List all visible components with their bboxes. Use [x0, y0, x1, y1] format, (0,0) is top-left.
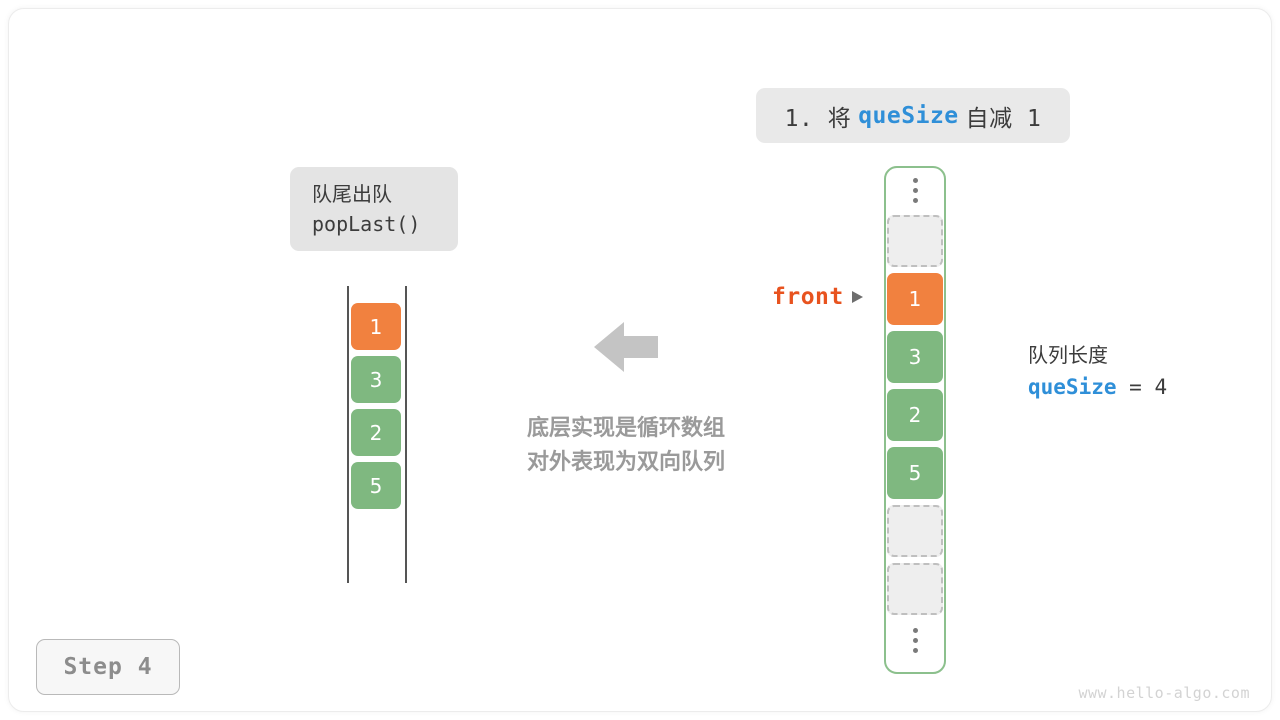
deque-cell-2: 2: [351, 409, 401, 456]
operation-label-box: 队尾出队 popLast(): [290, 167, 458, 251]
array-cell-5: [887, 505, 943, 557]
step-title-keyword: queSize: [858, 102, 959, 129]
deque-cell-0: 1: [351, 303, 401, 350]
operation-label-code: popLast(): [312, 212, 421, 236]
diagram-caption: 底层实现是循环数组 对外表现为双向队列: [500, 412, 752, 480]
deque-rail-right: [405, 286, 407, 583]
step-title-suffix: 自减 1: [965, 105, 1042, 132]
array-bottom-ellipsis-icon: [912, 618, 918, 662]
deque-container: 1 3 2 5: [347, 286, 407, 583]
front-pointer-arrow-icon: [851, 291, 863, 303]
array-top-ellipsis-icon: [912, 168, 918, 212]
step-title-prefix: 1. 将: [784, 105, 852, 132]
array-cell-6: [887, 563, 943, 615]
quesize-note: 队列长度 queSize = 4: [1028, 340, 1167, 404]
quesize-note-label: 队列长度: [1028, 343, 1108, 367]
quesize-note-keyword: queSize: [1028, 375, 1117, 399]
step-badge: Step 4: [36, 639, 180, 695]
deque-cell-1: 3: [351, 356, 401, 403]
circular-array-container: 1 3 2 5: [884, 166, 946, 674]
operation-label-cn: 队尾出队: [312, 182, 392, 206]
front-pointer: front: [772, 284, 863, 310]
deque-cells: 1 3 2 5: [351, 303, 401, 515]
deque-rail-left: [347, 286, 349, 583]
quesize-note-expression: queSize = 4: [1028, 371, 1167, 404]
quesize-note-value: 4: [1154, 375, 1168, 399]
quesize-note-equals: =: [1129, 375, 1142, 399]
watermark: www.hello-algo.com: [1078, 684, 1250, 702]
step-title-pill: 1. 将 queSize 自减 1: [756, 88, 1070, 143]
array-cell-1: 1: [887, 273, 943, 325]
array-cell-0: [887, 215, 943, 267]
caption-line-2: 对外表现为双向队列: [526, 450, 725, 475]
caption-line-1: 底层实现是循环数组: [526, 416, 725, 441]
transform-arrow-icon: [594, 318, 658, 376]
array-cell-4: 5: [887, 447, 943, 499]
array-cell-2: 3: [887, 331, 943, 383]
front-pointer-label: front: [772, 284, 844, 310]
array-cell-3: 2: [887, 389, 943, 441]
deque-cell-3: 5: [351, 462, 401, 509]
